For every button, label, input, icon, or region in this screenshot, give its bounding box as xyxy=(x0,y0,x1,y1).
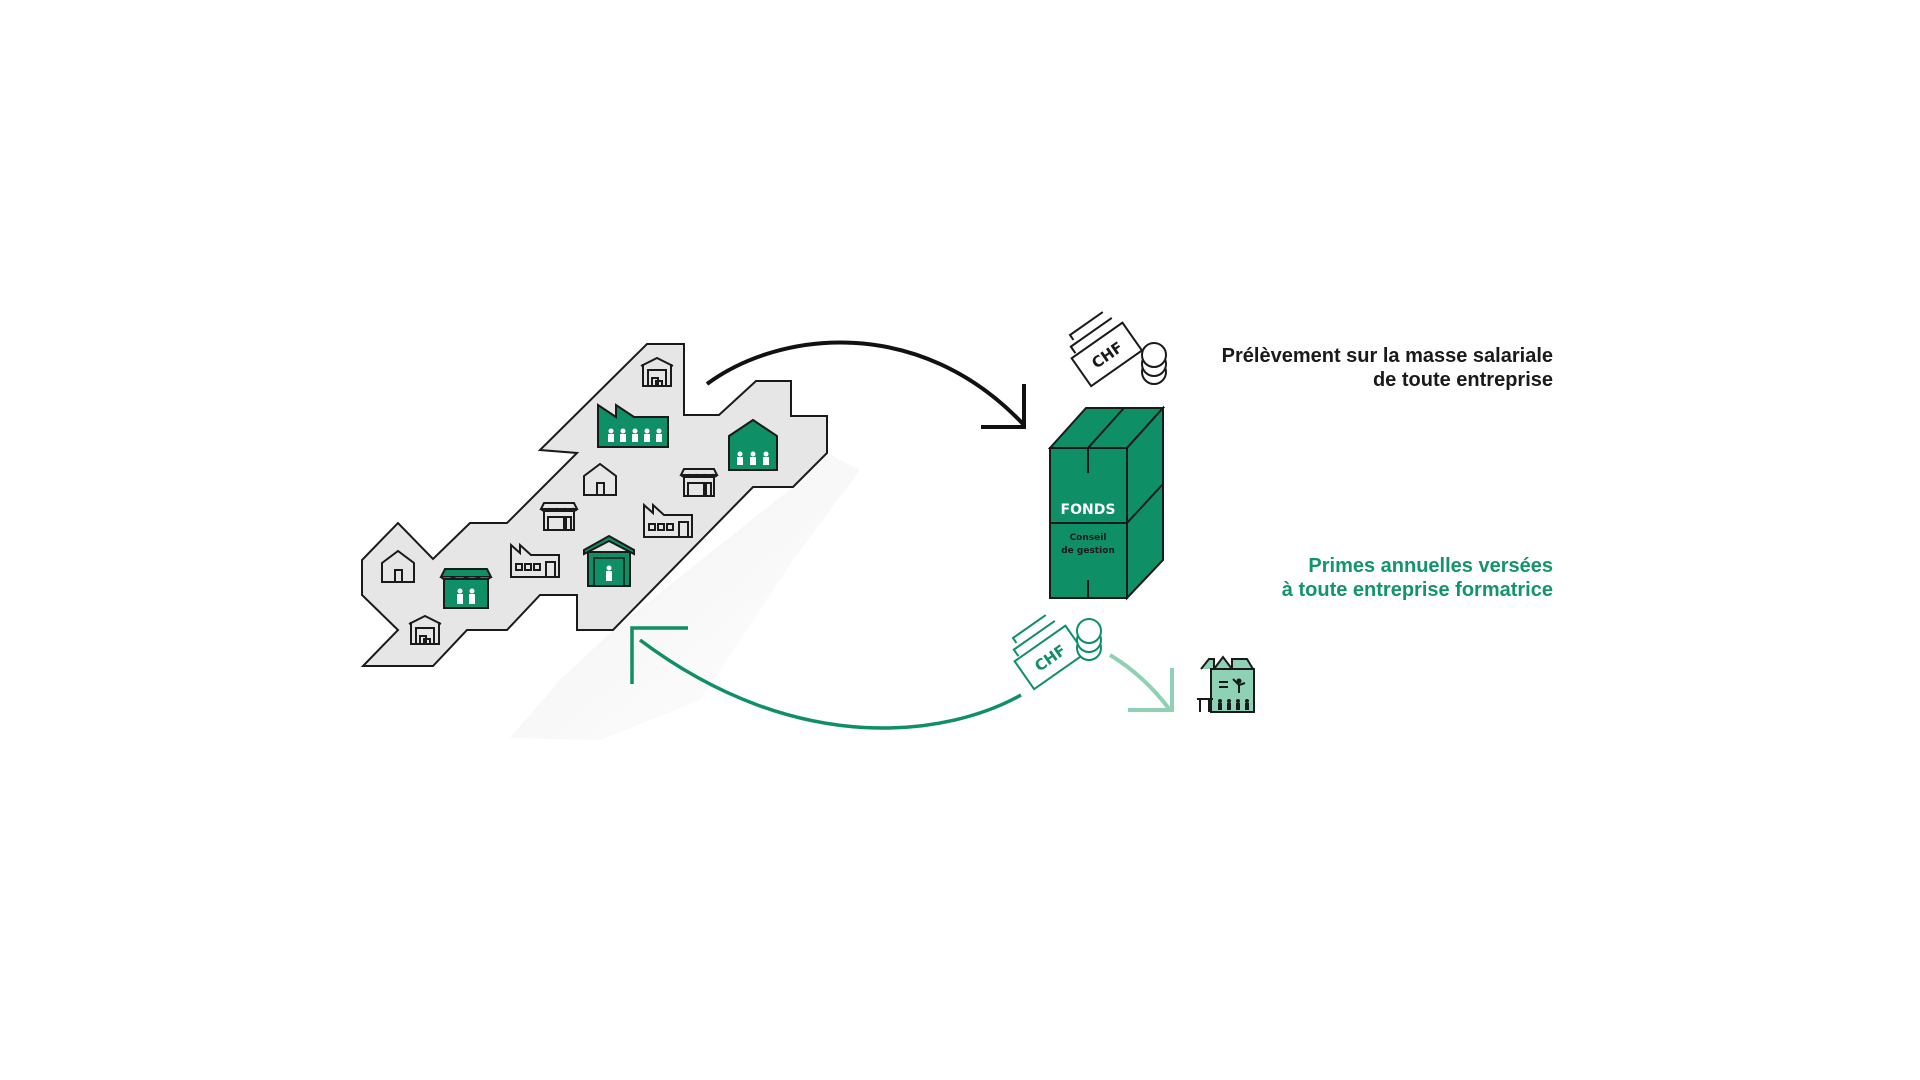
factory-with-workers-icon xyxy=(597,403,669,448)
payout-arrow xyxy=(638,638,1022,730)
house-with-workers-icon xyxy=(728,418,778,471)
factory-icon xyxy=(510,542,560,578)
house-icon xyxy=(583,462,617,496)
warehouse-icon xyxy=(408,614,442,645)
contribution-label-line1: Prélèvement sur la masse salariale xyxy=(1221,345,1553,367)
fund-label: FONDS xyxy=(1061,502,1116,518)
shop-icon xyxy=(539,502,579,531)
fund-sublabel-1: Conseil xyxy=(1070,533,1107,543)
payout-label-line1: Primes annuelles versées xyxy=(1308,555,1553,577)
payout-arrowhead-icon xyxy=(630,626,688,684)
training-arrowhead-icon xyxy=(1128,668,1174,712)
coins-icon xyxy=(1076,618,1102,661)
house-icon xyxy=(381,549,415,583)
coins-icon xyxy=(1141,342,1167,385)
money-icon: CHF xyxy=(1068,311,1144,388)
fund-sublabel-2: de gestion xyxy=(1061,546,1115,556)
shop-with-workers-icon xyxy=(439,568,493,609)
contribution-label: Prélèvement sur la masse salariale de to… xyxy=(1150,344,1553,392)
fund-box: FONDS Conseil de gestion xyxy=(1047,405,1166,601)
region-map xyxy=(360,343,828,667)
map-shadow xyxy=(510,453,860,740)
training-company-icon xyxy=(1197,655,1255,713)
shop-icon xyxy=(679,468,719,497)
warehouse-icon xyxy=(640,356,674,387)
money-icon: CHF xyxy=(1011,614,1087,691)
factory-icon xyxy=(643,502,693,538)
contribution-label-line2: de toute entreprise xyxy=(1372,369,1553,391)
contribution-arrowhead-icon xyxy=(981,384,1026,429)
payout-label: Primes annuelles versées à toute entrepr… xyxy=(1150,554,1553,602)
training-arrow xyxy=(1108,653,1172,712)
payout-label-line2: à toute entreprise formatrice xyxy=(1281,579,1553,601)
contribution-arrow xyxy=(705,340,1025,426)
garage-with-worker-icon xyxy=(583,534,635,587)
